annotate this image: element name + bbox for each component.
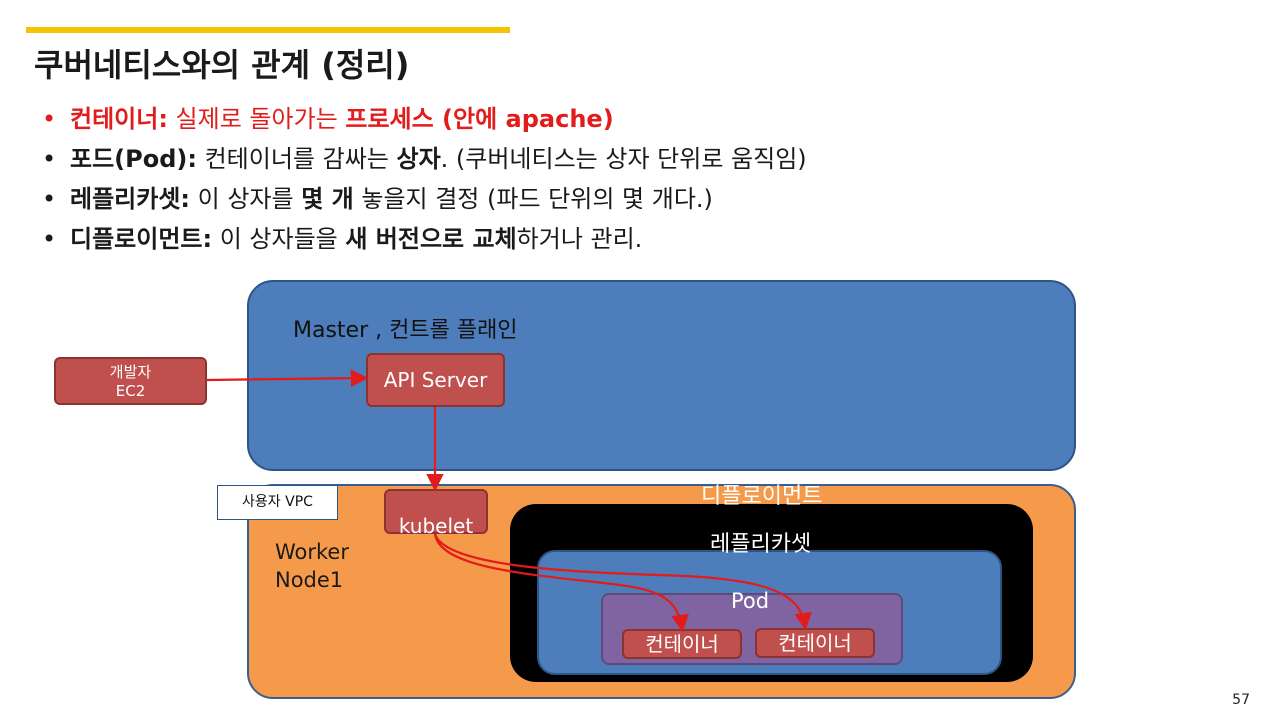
bullet-dot: •: [42, 225, 57, 253]
developer-ec2-box: 개발자 EC2: [54, 357, 207, 405]
bullet-emphasis: 상자: [396, 145, 441, 173]
user-vpc-label: 사용자 VPC: [217, 485, 338, 520]
worker-label-line1: Worker: [275, 540, 349, 564]
bullet-dot: •: [42, 105, 57, 133]
bullet-text: 이 상자들을: [212, 225, 346, 253]
bullet-text-end: 놓을지 결정 (파드 단위의 몇 개다.): [353, 185, 713, 213]
bullet-replicaset: • 레플리카셋: 이 상자를 몇 개 놓을지 결정 (파드 단위의 몇 개다.): [40, 180, 807, 220]
bullet-text: 컨테이너를 감싸는: [196, 145, 397, 173]
container-box-2: 컨테이너: [755, 628, 875, 658]
slide-title: 쿠버네티스와의 관계 (정리): [34, 46, 410, 84]
deployment-label: 디플로이먼트: [701, 484, 823, 509]
page-number: 57: [1232, 692, 1250, 708]
ec2-label: EC2: [115, 382, 146, 400]
developer-label: 개발자: [109, 363, 152, 381]
bullet-pod: • 포드(Pod): 컨테이너를 감싸는 상자. (쿠버네티스는 상자 단위로 움…: [40, 140, 807, 180]
master-label: Master , 컨트롤 플래인: [293, 318, 518, 343]
worker-label-line2: Node1: [275, 568, 344, 592]
bullet-text: 실제로 돌아가는: [167, 105, 346, 133]
bullet-term: 레플리카셋:: [70, 185, 190, 213]
bullet-text: 이 상자를: [190, 185, 302, 213]
bullet-deployment: • 디플로이먼트: 이 상자들을 새 버전으로 교체하거나 관리.: [40, 220, 807, 260]
container-box-1: 컨테이너: [622, 629, 742, 659]
title-accent-bar: [26, 27, 510, 33]
bullet-container: • 컨테이너: 실제로 돌아가는 프로세스 (안에 apache): [40, 100, 807, 140]
worker-node-label: Worker Node1: [275, 538, 349, 594]
bullet-emphasis: 프로세스 (안에 apache): [345, 105, 614, 133]
bullet-dot: •: [42, 145, 57, 173]
bullet-term: 포드(Pod):: [70, 145, 197, 173]
bullet-term: 디플로이먼트:: [70, 225, 213, 253]
bullet-emphasis: 새 버전으로 교체: [345, 225, 517, 253]
api-server-box: API Server: [366, 353, 505, 407]
bullet-term: 컨테이너:: [70, 105, 168, 133]
bullet-text-end: 하거나 관리.: [516, 225, 643, 253]
bullet-dot: •: [42, 185, 57, 213]
replicaset-label: 레플리카셋: [710, 532, 812, 557]
bullet-list: • 컨테이너: 실제로 돌아가는 프로세스 (안에 apache) • 포드(Pod…: [40, 100, 807, 260]
pod-label: Pod: [731, 589, 770, 613]
kubelet-box: kubelet: [384, 489, 488, 538]
bullet-emphasis: 몇 개: [301, 185, 354, 213]
bullet-text-end: . (쿠버네티스는 상자 단위로 움직임): [440, 145, 807, 173]
